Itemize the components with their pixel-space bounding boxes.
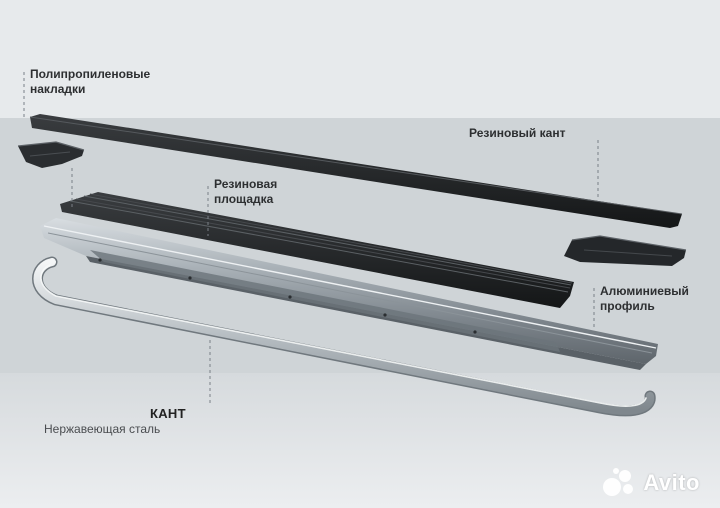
label-kant-material: Нержавеющая сталь <box>44 422 161 436</box>
label-rubber-edge: Резиновый кант <box>469 126 566 140</box>
label-alu-profile: Алюминиевый профиль <box>600 284 689 313</box>
steel-kant <box>32 256 656 417</box>
rubber-edge-strip <box>29 114 683 228</box>
avito-watermark: Avito <box>603 468 700 498</box>
background-floor <box>0 373 720 508</box>
aluminum-profile <box>40 218 658 370</box>
leader-lines <box>23 72 599 404</box>
left-end-cap <box>17 141 85 168</box>
rubber-pad <box>60 192 574 308</box>
label-kant-title: КАНТ <box>150 406 186 421</box>
avito-brand-text: Avito <box>643 470 700 495</box>
avito-logo-icon <box>603 468 637 498</box>
label-poly-pads: Полипропиленовые накладки <box>30 67 151 96</box>
right-end-cap <box>564 235 687 266</box>
label-rubber-pad: Резиновая площадка <box>214 177 278 206</box>
